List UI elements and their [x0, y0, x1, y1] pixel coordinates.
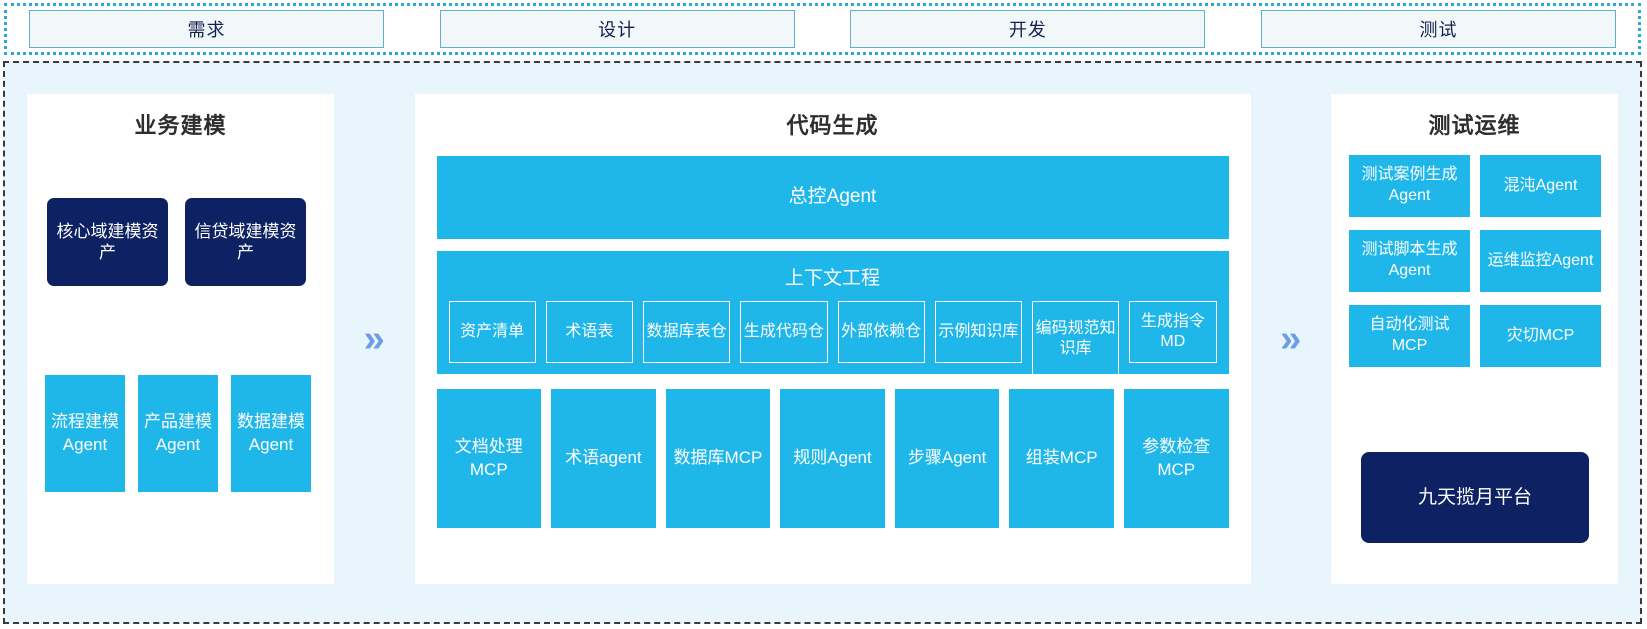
agent-chaos[interactable]: 混沌Agent	[1480, 155, 1601, 217]
context-item-external-dependency-repo[interactable]: 外部依赖仓	[837, 301, 925, 363]
phase-label: 开发	[1008, 20, 1047, 40]
tool-database-mcp[interactable]: 数据库MCP	[665, 389, 771, 528]
code-generation-content: 总控Agent 上下文工程 资产清单 术语表 数据库表仓	[436, 156, 1229, 528]
context-item-generation-instruction-md[interactable]: 生成指令MD	[1129, 301, 1217, 363]
agent-label: 灾切MCP	[1506, 326, 1575, 344]
panel-business-modeling: 业务建模 核心域建模资产 信贷域建模资产 流程建模Agent 产品建模Agent	[27, 94, 334, 584]
tool-label: 步骤Agent	[907, 448, 987, 468]
context-engineering-title: 上下文工程	[784, 268, 880, 289]
agent-label: 测试案例生成Agent	[1361, 166, 1458, 204]
asset-label: 信贷域建模资产	[194, 221, 297, 262]
context-item-db-table-repo[interactable]: 数据库表仓	[643, 301, 731, 363]
agent-disaster-switch-mcp[interactable]: 灾切MCP	[1480, 305, 1601, 367]
tool-label: 规则Agent	[793, 448, 872, 468]
context-item-glossary[interactable]: 术语表	[545, 301, 633, 363]
phase-label: 需求	[187, 20, 226, 40]
agent-test-case-generation[interactable]: 测试案例生成Agent	[1349, 155, 1470, 217]
panel-title-code-generation: 代码生成	[786, 113, 879, 138]
phase-box-testing[interactable]: 测试	[1260, 10, 1616, 48]
agent-data-modeling[interactable]: 数据建模Agent	[231, 375, 311, 492]
agent-product-modeling[interactable]: 产品建模Agent	[138, 375, 218, 492]
phase-box-development[interactable]: 开发	[850, 10, 1206, 48]
panel-title-business-modeling: 业务建模	[134, 113, 227, 138]
context-item-label: 编码规范知识库	[1035, 320, 1116, 357]
tool-parameter-check-mcp[interactable]: 参数检查MCP	[1123, 389, 1229, 528]
panel-code-generation: 代码生成 总控Agent 上下文工程 资产清单 术语表	[414, 94, 1251, 584]
context-item-label: 数据库表仓	[646, 323, 727, 341]
double-chevron-right-icon: »	[1280, 318, 1302, 360]
connector-center-to-right: »	[1251, 94, 1332, 584]
tool-label: 文档处理MCP	[454, 436, 523, 479]
asset-core-domain[interactable]: 核心域建模资产	[47, 198, 168, 286]
asset-label: 核心域建模资产	[56, 221, 159, 262]
context-item-label: 术语表	[565, 323, 614, 341]
context-item-asset-list[interactable]: 资产清单	[448, 301, 536, 363]
agent-label: 自动化测试MCP	[1369, 316, 1450, 354]
panel-test-ops: 测试运维 测试案例生成Agent 混沌Agent 测试脚本生成Agent 运维监…	[1331, 94, 1618, 584]
main-area: 业务建模 核心域建模资产 信贷域建模资产 流程建模Agent 产品建模Agent	[3, 61, 1642, 624]
agent-label: 运维监控Agent	[1487, 251, 1594, 269]
agent-label: 测试脚本生成Agent	[1361, 241, 1458, 279]
business-assets-group: 核心域建模资产 信贷域建模资产	[47, 198, 315, 286]
tool-document-processing-mcp[interactable]: 文档处理MCP	[436, 389, 542, 528]
tool-step-agent[interactable]: 步骤Agent	[894, 389, 1000, 528]
asset-credit-domain[interactable]: 信贷域建模资产	[185, 198, 306, 286]
test-ops-agents-grid: 测试案例生成Agent 混沌Agent 测试脚本生成Agent 运维监控Agen…	[1349, 155, 1601, 367]
platform-jiutian-lanyue[interactable]: 九天揽月平台	[1361, 452, 1589, 543]
tool-rule-agent[interactable]: 规则Agent	[780, 389, 885, 528]
platform-label: 九天揽月平台	[1417, 486, 1532, 508]
tool-assembly-mcp[interactable]: 组装MCP	[1009, 389, 1114, 528]
agent-label: 混沌Agent	[1503, 176, 1578, 194]
tool-glossary-agent[interactable]: 术语agent	[551, 389, 656, 528]
tool-label: 术语agent	[565, 448, 642, 468]
master-agent-label: 总控Agent	[788, 186, 877, 208]
context-item-generated-code-repo[interactable]: 生成代码仓	[740, 301, 828, 363]
agent-label: 流程建模Agent	[51, 411, 119, 454]
phase-box-design[interactable]: 设计	[439, 10, 795, 48]
agent-process-modeling[interactable]: 流程建模Agent	[45, 375, 125, 492]
context-item-example-knowledge-base[interactable]: 示例知识库	[934, 301, 1022, 363]
tool-label: 组装MCP	[1025, 448, 1098, 468]
panel-title-test-ops: 测试运维	[1428, 113, 1521, 138]
context-item-label: 外部依赖仓	[841, 323, 922, 341]
connector-left-to-center: »	[334, 94, 415, 584]
context-item-coding-standard-knowledge-base[interactable]: 编码规范知识库	[1032, 301, 1120, 377]
phase-label: 测试	[1419, 20, 1458, 40]
context-item-label: 资产清单	[460, 323, 525, 341]
master-agent-bar[interactable]: 总控Agent	[436, 156, 1229, 239]
agent-label: 数据建模Agent	[237, 411, 305, 454]
phase-box-requirements[interactable]: 需求	[29, 10, 384, 48]
tools-row: 文档处理MCP 术语agent 数据库MCP 规则Agent 步骤Agent	[436, 389, 1229, 528]
context-item-label: 生成代码仓	[743, 323, 824, 341]
agent-test-script-generation[interactable]: 测试脚本生成Agent	[1349, 230, 1470, 292]
tool-label: 数据库MCP	[673, 448, 763, 468]
phase-label: 设计	[598, 20, 637, 40]
agent-label: 产品建模Agent	[144, 411, 212, 454]
business-agents-group: 流程建模Agent 产品建模Agent 数据建模Agent	[45, 375, 317, 492]
context-items-row: 资产清单 术语表 数据库表仓 生成代码仓	[448, 301, 1217, 377]
context-item-label: 生成指令MD	[1140, 313, 1205, 350]
panels-row: 业务建模 核心域建模资产 信贷域建模资产 流程建模Agent 产品建模Agent	[5, 63, 1640, 622]
phase-strip: 需求 设计 开发 测试	[4, 3, 1641, 55]
context-engineering-block: 上下文工程 资产清单 术语表 数据库表仓	[436, 251, 1229, 377]
tool-label: 参数检查MCP	[1142, 436, 1211, 479]
agent-automated-test-mcp[interactable]: 自动化测试MCP	[1349, 305, 1470, 367]
agent-ops-monitoring[interactable]: 运维监控Agent	[1480, 230, 1601, 292]
context-item-label: 示例知识库	[938, 323, 1019, 341]
double-chevron-right-icon: »	[363, 318, 385, 360]
